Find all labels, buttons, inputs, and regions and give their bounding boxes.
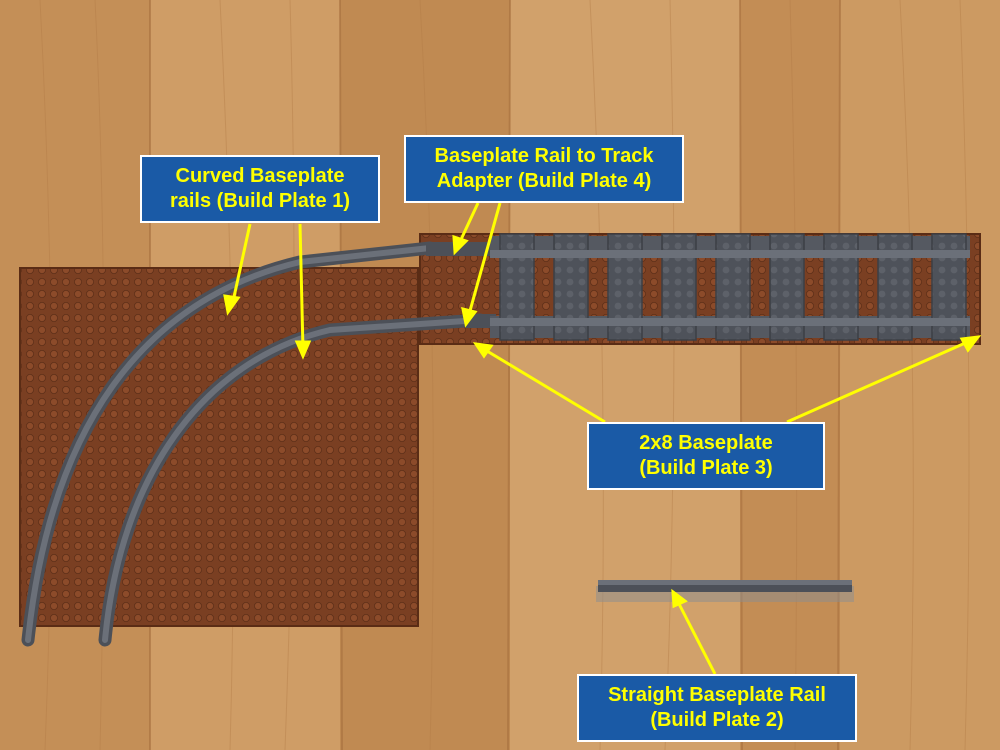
callout-baseplate: 2x8 Baseplate (Build Plate 3) [587, 422, 825, 490]
pointer-arrows [223, 202, 982, 675]
straight-rail-top [598, 580, 852, 585]
callout-straight-rail-line2: (Build Plate 2) [650, 709, 784, 731]
callout-adapter: Baseplate Rail to Track Adapter (Build P… [404, 135, 684, 203]
adapter-bottom [466, 314, 496, 328]
callout-adapter-line2: Adapter (Build Plate 4) [436, 170, 652, 192]
callout-curved-rails-line2: rails (Build Plate 1) [169, 190, 351, 212]
straight-track [490, 233, 970, 341]
callout-curved-rails: Curved Baseplate rails (Build Plate 1) [140, 155, 380, 223]
callout-curved-rails-line1: Curved Baseplate [175, 165, 345, 187]
curved-rails [21, 241, 487, 647]
callout-straight-rail: Straight Baseplate Rail (Build Plate 2) [577, 674, 857, 742]
callout-baseplate-line2: (Build Plate 3) [639, 457, 773, 479]
callout-straight-rail-line1: Straight Baseplate Rail [608, 684, 826, 706]
adapter-top [426, 242, 496, 256]
callout-baseplate-line1: 2x8 Baseplate [639, 432, 773, 454]
callout-adapter-line1: Baseplate Rail to Track [434, 145, 654, 167]
